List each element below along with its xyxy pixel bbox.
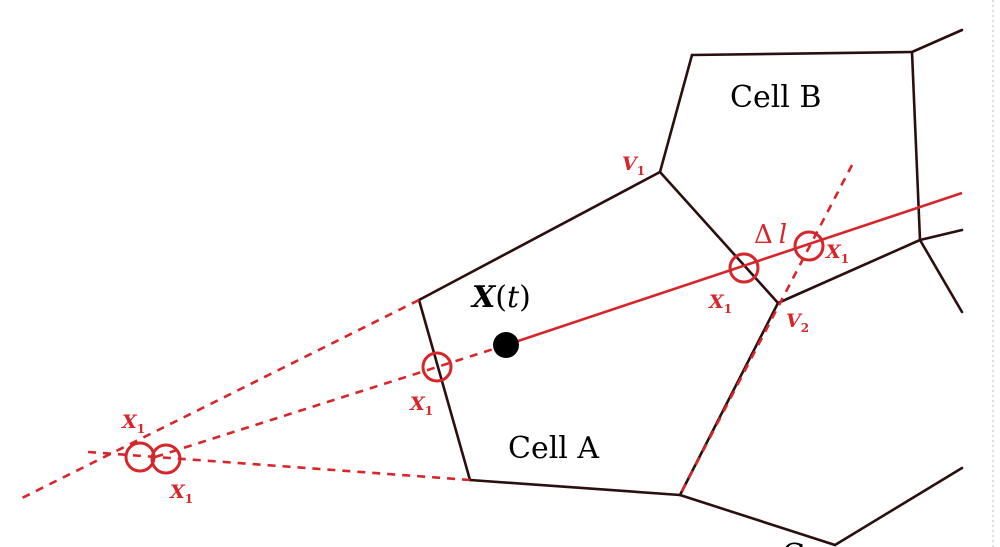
cell-a-label: Cell A	[508, 431, 599, 466]
intersection-marker-left-1	[124, 441, 156, 473]
edge-outer-bottom-2	[833, 466, 964, 547]
vertex-v1-label: V1	[622, 153, 645, 178]
edge-cellA-left	[417, 298, 472, 482]
edge-cellB-right	[910, 50, 922, 242]
intersection-marker-shared-edge	[728, 252, 760, 284]
intersection-marker-cellA-edge	[421, 351, 453, 383]
particle-position-label: X(t)	[470, 280, 531, 315]
edge-outer-right-2	[918, 238, 964, 314]
edge-outer-right-1	[918, 228, 964, 242]
ray-solid-main	[505, 191, 963, 347]
intersection-label-shared-edge: X1	[708, 291, 732, 316]
ray-dashed-lower	[87, 450, 471, 482]
ray-dashed-upper	[17, 298, 420, 502]
edge-shared-AB	[658, 170, 780, 305]
intersection-markers	[124, 230, 825, 475]
trajectory-rays	[17, 164, 963, 502]
edge-cellB-left	[658, 53, 694, 174]
intersection-label-cellA-edge: X1	[409, 393, 433, 418]
edge-cellA-right	[678, 301, 780, 497]
ray-dashed-edge-extension	[678, 164, 854, 496]
cell-b-label: Cell B	[730, 80, 821, 115]
intersection-label-step: X1	[825, 241, 849, 266]
edge-outer-bottom-1	[678, 493, 837, 547]
edge-cellA-top-left	[417, 170, 662, 302]
intersection-marker-left-2	[150, 443, 182, 475]
edge-cellB-bottom	[776, 238, 922, 305]
cell-partial-label: C	[782, 538, 805, 547]
edge-cellA-bottom	[468, 478, 682, 497]
edge-outer-top	[910, 28, 964, 54]
intersection-label-far-upper: X1	[121, 411, 145, 436]
edge-cellB-top	[690, 50, 914, 57]
intersection-marker-step	[793, 230, 825, 262]
particle-dot	[493, 332, 519, 358]
ray-dashed-back	[151, 343, 507, 460]
vertex-v2-label: V2	[786, 310, 809, 335]
intersection-label-far-lower: X1	[169, 481, 193, 506]
